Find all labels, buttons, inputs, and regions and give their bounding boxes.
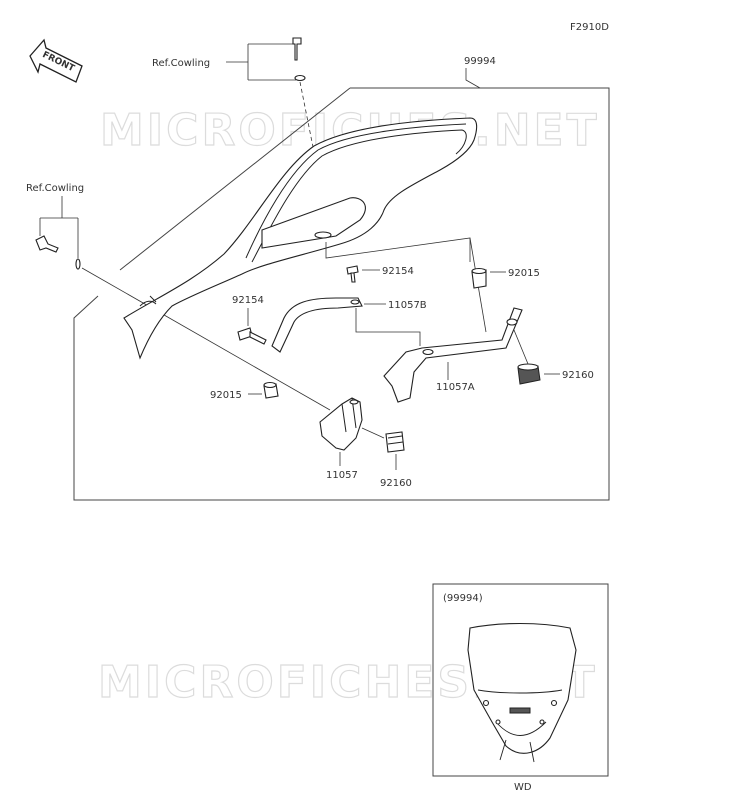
- front-arrow-icon: FRONT: [29, 38, 83, 83]
- collar-92015-lower: 92015: [210, 381, 279, 401]
- figure-code: F2910D: [570, 22, 609, 33]
- ref-cowling-label-top: Ref.Cowling: [152, 58, 210, 69]
- part-label-92154-b: 92154: [232, 295, 264, 306]
- leader-collar-a: [325, 237, 471, 262]
- inset-part-ref: (99994): [443, 593, 483, 604]
- part-label-11057B: 11057B: [388, 300, 427, 311]
- ref-cowling-label-left: Ref.Cowling: [26, 183, 84, 194]
- part-label-99994: 99994: [464, 56, 496, 67]
- ref-cowling-left: Ref.Cowling: [26, 183, 331, 411]
- part-label-11057A: 11057A: [436, 382, 475, 393]
- screw-92154-upper: 92154: [346, 265, 414, 283]
- inset-front-view: (99994) WD: [432, 583, 609, 793]
- part-label-92160-a: 92160: [562, 370, 594, 381]
- bracket-11057: 11057: [319, 397, 363, 481]
- part-label-92015-b: 92015: [210, 390, 242, 401]
- windshield-side-view: [123, 117, 478, 360]
- part-label-92154-a: 92154: [382, 266, 414, 277]
- bracket-11057A: 11057A: [383, 307, 523, 403]
- part-label-92015-a: 92015: [508, 268, 540, 279]
- inset-caption: WD: [514, 782, 532, 793]
- part-label-11057: 11057: [326, 470, 358, 481]
- damper-92160-upper: 92160: [513, 329, 594, 385]
- inset-frame: [432, 583, 609, 777]
- assembly-frame: [73, 87, 610, 501]
- part-label-92160-b: 92160: [380, 478, 412, 489]
- bracket-11057B: 11057B: [271, 297, 427, 353]
- collar-92015-upper: 92015: [471, 267, 540, 289]
- kawasaki-logo-icon: [509, 707, 531, 714]
- damper-92160-lower: 92160: [361, 427, 412, 489]
- screw-92154-lower: 92154: [232, 295, 267, 345]
